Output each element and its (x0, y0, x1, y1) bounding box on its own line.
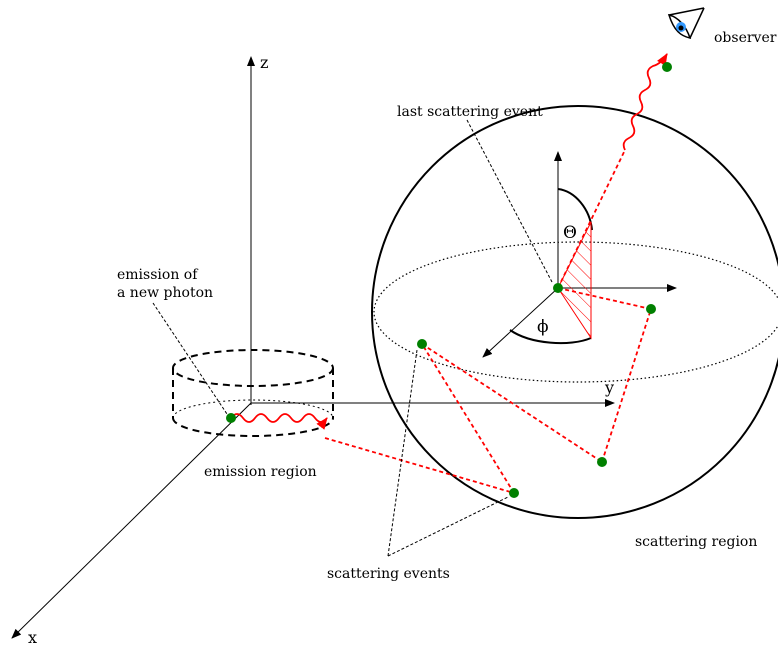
y-axis-label: y (604, 378, 614, 397)
scatter-path-1 (324, 437, 515, 494)
scattering-event-point (646, 304, 656, 314)
text-labels: observer last scattering event emission … (117, 30, 777, 582)
sphere-equator (373, 241, 778, 383)
last-scattering-event-point (553, 283, 563, 293)
local-x-axis (482, 287, 559, 358)
eye-icon (667, 7, 705, 40)
coordinate-axes: z y x (11, 53, 615, 647)
scatter-path-5 (557, 287, 652, 310)
last-scattering-label: last scattering event (397, 104, 543, 120)
sphere-outline (371, 105, 778, 519)
leader-scattering-events-1 (387, 349, 418, 557)
leader-emission-new-photon (152, 302, 228, 415)
photon-paths (230, 53, 668, 494)
phi-arc (509, 329, 592, 345)
scatter-path-3 (421, 343, 603, 463)
scattering-region-label: scattering region (635, 534, 757, 550)
x-axis-label: x (28, 628, 37, 647)
leader-last-scattering (466, 119, 553, 283)
phi-label: ϕ (537, 317, 549, 337)
wavy-escape-photon (622, 53, 668, 151)
emission-new-photon-label-line1: emission of (117, 267, 199, 283)
scattering-event-point (597, 457, 607, 467)
scattering-events-label: scattering events (327, 566, 450, 582)
theta-label: Θ (563, 223, 577, 243)
wavy-emission-photon (230, 413, 328, 430)
scattering-event-point (509, 488, 519, 498)
x-axis (11, 402, 252, 639)
scatter-path-2 (421, 343, 515, 494)
annotation-leaders (152, 119, 553, 557)
leader-scattering-events-2 (387, 496, 509, 557)
cylinder-top (172, 349, 334, 387)
scattering-region-sphere (371, 105, 778, 519)
scatter-path-4 (601, 308, 652, 463)
emission-region-cylinder (172, 349, 334, 437)
z-axis-label: z (260, 53, 268, 72)
emission-new-photon-label-line2: a new photon (117, 285, 213, 301)
emission-point (226, 413, 236, 423)
observer-label: observer (714, 30, 777, 46)
emission-region-label: emission region (204, 464, 317, 480)
escape-path (557, 149, 626, 289)
scattering-event-point (417, 339, 427, 349)
scattering-event-points (226, 62, 672, 498)
observer-point (662, 62, 672, 72)
local-frame: Θ ϕ (482, 151, 677, 358)
